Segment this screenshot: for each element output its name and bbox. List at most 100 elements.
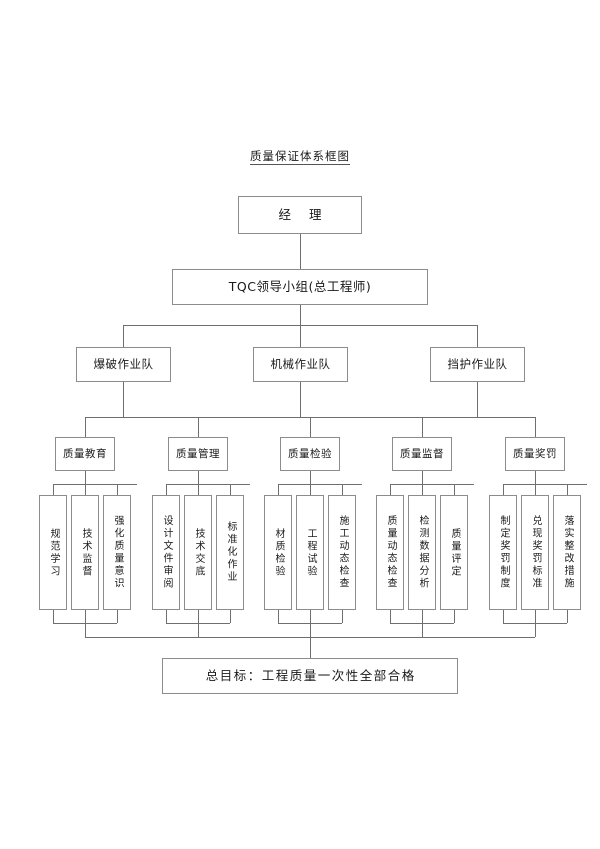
connector-s11-down [422,610,423,623]
node-quality-education-label: 质量教育 [63,447,107,460]
node-quality-inspection[interactable]: 质量检验 [280,437,340,471]
node-material-inspection[interactable]: 材质检验 [264,495,292,610]
connector-s12-down [454,610,455,623]
connector-s9-down [342,610,343,623]
node-quality-assessment-label: 质量评定 [449,527,460,578]
node-quality-education[interactable]: 质量教育 [55,437,115,471]
connector-bus-to-q1 [85,417,86,437]
node-implement-corrective-measures[interactable]: 落实整改措施 [553,495,581,610]
node-establish-reward-penalty-system[interactable]: 制定奖罚制度 [489,495,517,610]
connector-s5-down [198,610,199,623]
connector-bus-to-q5 [535,417,536,437]
node-design-document-review[interactable]: 设计文件审阅 [152,495,180,610]
node-overall-goal-label: 总目标：工程质量一次性全部合格 [205,667,416,683]
connector-s4-down [166,610,167,623]
node-manager-label: 经 理 [278,206,329,222]
node-strengthen-quality-awareness-label: 强化质量意识 [112,515,123,590]
node-quality-dynamic-inspection[interactable]: 质量动态检查 [376,495,404,610]
node-quality-supervision[interactable]: 质量监督 [392,437,452,471]
node-quality-inspection-label: 质量检验 [288,447,332,460]
connector-goal-drop [310,637,311,658]
connector-q4-to-s1 [390,484,391,495]
connector-s1-down [53,610,54,623]
connector-s8-down [310,610,311,623]
node-quality-dynamic-inspection-label: 质量动态检查 [385,515,396,590]
connector-q2-to-s2 [198,484,199,495]
connector-s7-down [278,610,279,623]
node-team-machinery-label: 机械作业队 [270,356,331,371]
node-standards-study-label: 规范学习 [48,527,59,578]
node-design-document-review-label: 设计文件审阅 [161,515,172,590]
connector-q3-merge-drop [310,623,311,637]
page-title-text: 质量保证体系框图 [250,149,350,165]
connector-bus-to-q4 [422,417,423,437]
connector-q1-fan [53,484,137,485]
connector-q1-to-s2 [85,484,86,495]
connector-s13-down [503,610,504,623]
connector-q5-merge-drop [535,623,536,637]
connector-q3-to-s3 [342,484,343,495]
node-engineering-test[interactable]: 工程试验 [296,495,324,610]
node-honor-reward-penalty-standard[interactable]: 兑现奖罚标准 [521,495,549,610]
connector-s6-down [230,610,231,623]
connector-q1-to-s1 [53,484,54,495]
connector-q2-merge-drop [198,623,199,637]
node-strengthen-quality-awareness[interactable]: 强化质量意识 [103,495,131,610]
node-manager[interactable]: 经 理 [238,196,362,234]
node-tqc-group-label: TQC领导小组(总工程师) [228,278,372,294]
node-team-protection-label: 挡护作业队 [447,356,508,371]
connector-q3-fan [278,484,362,485]
connector-s10-down [390,610,391,623]
connector-q1-drop [85,471,86,484]
connector-s14-down [535,610,536,623]
connector-q1-merge-drop [85,623,86,637]
node-construction-dynamic-inspection[interactable]: 施工动态检查 [328,495,356,610]
node-team-machinery[interactable]: 机械作业队 [253,347,348,382]
connector-team-2-drop [300,382,301,417]
node-tqc-group[interactable]: TQC领导小组(总工程师) [172,269,428,305]
node-quality-management-label: 质量管理 [176,447,220,460]
node-technical-supervision[interactable]: 技术监督 [71,495,99,610]
node-standardized-operation[interactable]: 标准化作业 [216,495,244,610]
connector-bus-to-team-2 [300,325,301,347]
node-material-inspection-label: 材质检验 [273,527,284,578]
node-quality-management[interactable]: 质量管理 [168,437,228,471]
node-overall-goal[interactable]: 总目标：工程质量一次性全部合格 [162,658,458,694]
connector-q3-to-s2 [310,484,311,495]
connector-q4-fan [390,484,474,485]
connector-q2-drop [198,471,199,484]
connector-q3-to-s1 [278,484,279,495]
connector-s2-down [85,610,86,623]
connector-q2-to-s3 [230,484,231,495]
connector-q4-drop [422,471,423,484]
node-test-data-analysis-label: 检测数据分析 [417,515,428,590]
node-quality-assessment[interactable]: 质量评定 [440,495,468,610]
node-team-protection[interactable]: 挡护作业队 [430,347,525,382]
connector-q4-to-s3 [454,484,455,495]
connector-bus-to-team-1 [123,325,124,347]
node-technical-disclosure[interactable]: 技术交底 [184,495,212,610]
node-quality-reward-penalty[interactable]: 质量奖罚 [505,437,565,471]
connector-q5-to-s2 [535,484,536,495]
node-team-blasting-label: 爆破作业队 [93,356,154,371]
node-quality-supervision-label: 质量监督 [400,447,444,460]
node-technical-disclosure-label: 技术交底 [193,527,204,578]
connector-q1-to-s3 [117,484,118,495]
connector-q3-drop [310,471,311,484]
connector-q4-to-s2 [422,484,423,495]
connector-team-1-drop [123,382,124,417]
node-technical-supervision-label: 技术监督 [80,527,91,578]
node-team-blasting[interactable]: 爆破作业队 [76,347,171,382]
connector-q5-drop [535,471,536,484]
node-test-data-analysis[interactable]: 检测数据分析 [408,495,436,610]
node-engineering-test-label: 工程试验 [305,527,316,578]
connector-q2-fan [166,484,250,485]
connector-q2-to-s1 [166,484,167,495]
node-standards-study[interactable]: 规范学习 [39,495,67,610]
connector-s3-down [117,610,118,623]
node-quality-reward-penalty-label: 质量奖罚 [513,447,557,460]
connector-q5-fan [503,484,587,485]
connector-manager-to-tqc [300,234,301,269]
node-standardized-operation-label: 标准化作业 [225,521,236,584]
